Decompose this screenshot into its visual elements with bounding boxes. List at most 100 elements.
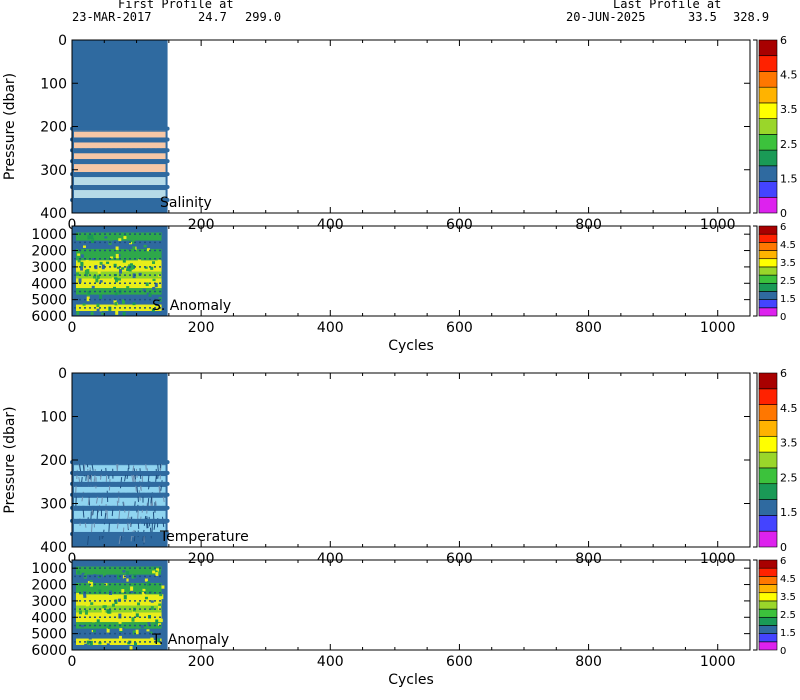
anomaly-speckle <box>78 610 82 615</box>
anomaly-speckle <box>106 628 110 633</box>
y-tick-label: 400 <box>40 206 67 222</box>
anomaly-speckle <box>123 278 127 282</box>
data-texture <box>124 474 127 482</box>
anomaly-speckle <box>85 273 89 277</box>
anomaly-speckle <box>85 259 89 263</box>
anomaly-speckle <box>82 245 86 248</box>
anomaly-speckle <box>99 294 103 299</box>
data-texture <box>118 535 122 545</box>
data-texture <box>87 497 90 505</box>
anomaly-speckle <box>131 617 135 622</box>
anomaly-speckle <box>146 629 150 632</box>
anomaly-speckle <box>76 311 80 315</box>
anomaly-speckle <box>95 630 99 634</box>
anomaly-speckle <box>106 643 110 647</box>
data-texture <box>95 496 99 504</box>
anomaly-speckle <box>105 599 109 603</box>
anomaly-speckle <box>106 261 110 264</box>
anomaly-speckle <box>108 306 112 311</box>
anomaly-speckle <box>160 594 164 600</box>
anomaly-layer <box>76 278 162 289</box>
colorbar-swatch <box>758 592 778 602</box>
anomaly-speckle <box>90 296 94 301</box>
last-profile-label: Last Profile at <box>613 0 722 11</box>
anomaly-speckle <box>118 635 122 641</box>
anomaly-speckle <box>160 641 164 646</box>
anomaly-speckle <box>92 629 96 633</box>
anomaly-speckle <box>88 637 92 640</box>
colorbar-swatch <box>758 567 778 577</box>
colorbar-swatch <box>758 616 778 626</box>
anomaly-speckle <box>150 266 154 270</box>
anomaly-speckle <box>80 261 84 265</box>
y-tick-label: 100 <box>40 410 67 426</box>
data-band <box>74 131 166 138</box>
anomaly-speckle <box>89 579 93 583</box>
anomaly-speckle <box>129 646 133 651</box>
anomaly-speckle <box>91 285 95 289</box>
colorbar-swatch <box>758 149 778 167</box>
anomaly-speckle <box>116 266 120 269</box>
anomaly-layer <box>76 294 162 305</box>
colorbar-swatch <box>758 118 778 135</box>
anomaly-speckle <box>91 619 95 623</box>
data-band <box>74 190 166 199</box>
x-tick-label: 800 <box>575 320 602 336</box>
anomaly-speckle <box>113 300 117 304</box>
anomaly-speckle <box>79 583 83 588</box>
anomaly-speckle <box>142 288 146 292</box>
anomaly-layer <box>76 582 162 595</box>
anomaly-speckle <box>102 305 106 310</box>
anomaly-speckle <box>127 265 131 271</box>
data-texture <box>85 474 87 481</box>
y-tick-label: 300 <box>40 163 67 179</box>
panel-inner-label: Temperature <box>159 529 249 545</box>
x-tick-label: 800 <box>575 217 602 233</box>
anomaly-speckle <box>76 592 80 598</box>
colorbar-swatch <box>758 641 778 651</box>
panel-inner-label: Salinity <box>160 195 212 211</box>
anomaly-speckle <box>150 600 154 603</box>
data-texture <box>101 497 103 504</box>
colorbar-label: 6 <box>780 556 786 567</box>
anomaly-speckle <box>98 252 102 258</box>
anomaly-speckle <box>113 263 117 268</box>
anomaly-speckle <box>87 291 91 295</box>
anomaly-speckle <box>118 238 122 242</box>
colorbar-label: 4.5 <box>780 69 798 82</box>
anomaly-layer <box>76 311 162 316</box>
anomaly-speckle <box>80 254 84 258</box>
anomaly-speckle <box>96 308 100 312</box>
anomaly-layer <box>76 227 162 233</box>
data-texture <box>116 522 119 529</box>
anomaly-speckle <box>107 609 111 614</box>
colorbar-label: 4.5 <box>780 240 796 251</box>
x-tick-label: 0 <box>68 551 77 567</box>
x-axis-title: Cycles <box>388 338 434 354</box>
anomaly-speckle <box>122 260 126 263</box>
anomaly-speckle <box>114 599 118 604</box>
first-profile-lat: 24.7 <box>198 10 227 24</box>
anomaly-speckle <box>96 275 100 279</box>
data-band <box>74 476 166 482</box>
anomaly-layer <box>76 260 162 272</box>
anomaly-speckle <box>81 572 85 576</box>
anomaly-speckle <box>89 640 93 646</box>
y-axis-title: Pressure (dbar) <box>2 406 18 513</box>
anomaly-speckle <box>144 623 148 628</box>
colorbar-swatch <box>758 483 778 500</box>
y-tick-label: 6000 <box>31 643 67 659</box>
anomaly-speckle <box>149 631 153 634</box>
anomaly-speckle <box>86 640 90 645</box>
colorbar-swatch <box>758 299 778 309</box>
y-tick-label: 1000 <box>31 561 67 577</box>
anomaly-speckle <box>132 630 136 635</box>
anomaly-speckle <box>129 263 133 267</box>
colorbar-bracket <box>753 372 758 548</box>
anomaly-speckle <box>117 278 121 281</box>
colorbar-label: 1.5 <box>780 172 798 185</box>
anomaly-speckle <box>91 258 95 261</box>
anomaly-speckle <box>142 591 146 596</box>
anomaly-speckle <box>150 637 154 642</box>
